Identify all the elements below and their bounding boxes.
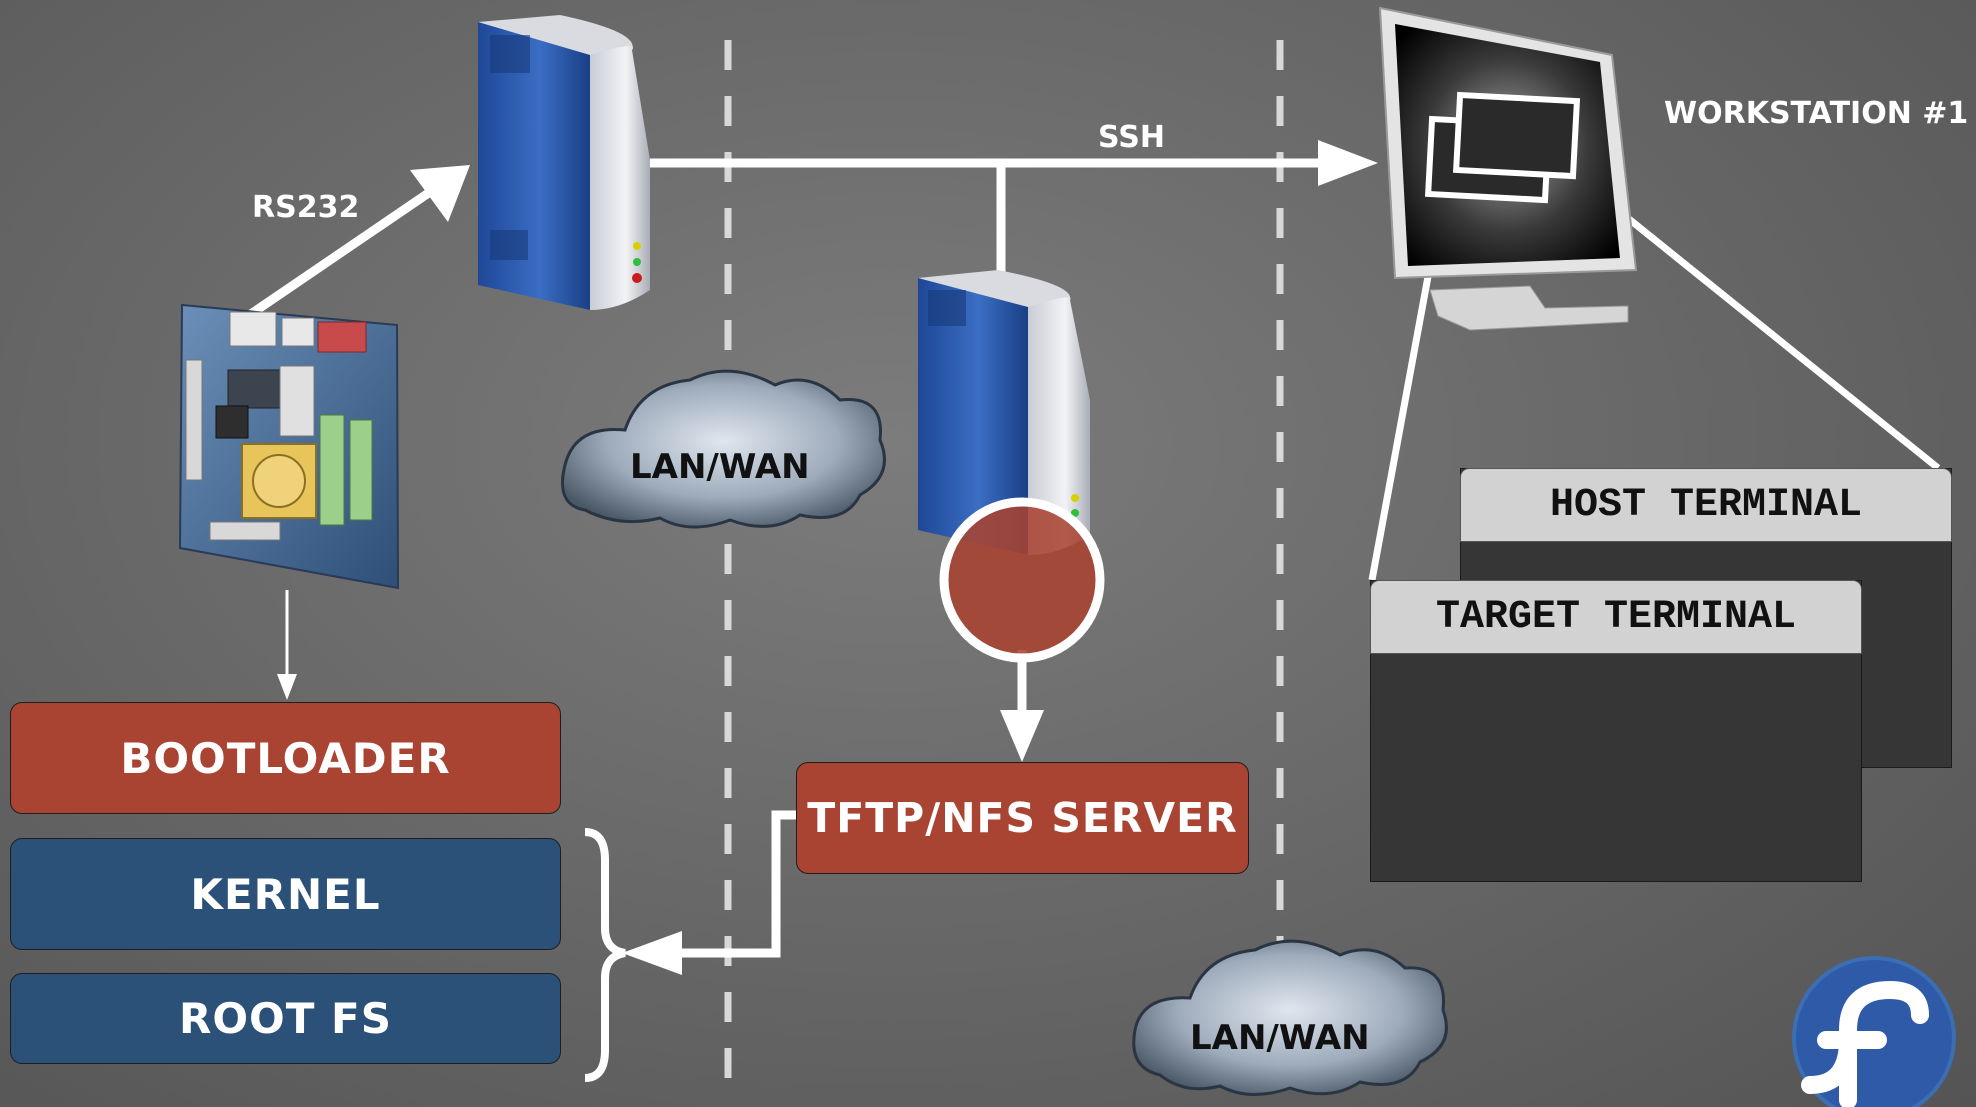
server-to-tftp-arrow [1000,650,1044,762]
workstation-label: WORKSTATION #1 [1664,96,1969,131]
rs232-connection [242,165,470,322]
host-terminal-title: HOST TERMINAL [1460,468,1952,542]
kernel-rootfs-brace [584,828,626,1082]
kernel-block: KERNEL [10,838,561,950]
cloud-icon-lower [1132,939,1448,1097]
bootloader-block: BOOTLOADER [10,702,561,814]
server-icon [478,15,650,310]
ssh-label: SSH [1098,120,1165,155]
rootfs-block: ROOT FS [10,973,561,1064]
ssh-connection [650,140,1378,282]
cloud-icon-upper [561,369,886,529]
tftp-to-target-arrow [622,810,797,975]
server-icon-tftp [918,270,1090,555]
target-terminal-window: TARGET TERMINAL [1370,580,1862,882]
rs232-label: RS232 [252,190,360,225]
lan-wan-label-lower: LAN/WAN [1190,1018,1370,1058]
fedora-logo-icon [1792,956,1956,1107]
workstation-to-terminals [1368,175,1941,581]
target-terminal-title: TARGET TERMINAL [1370,580,1862,654]
tftp-server-block: TFTP/NFS SERVER [796,762,1249,874]
board-to-bootloader-arrow [277,590,297,700]
embedded-board-icon [178,303,400,590]
tftp-highlight-circle [939,497,1105,663]
monitor-icon [1378,6,1638,331]
lan-wan-label-upper: LAN/WAN [630,447,810,487]
